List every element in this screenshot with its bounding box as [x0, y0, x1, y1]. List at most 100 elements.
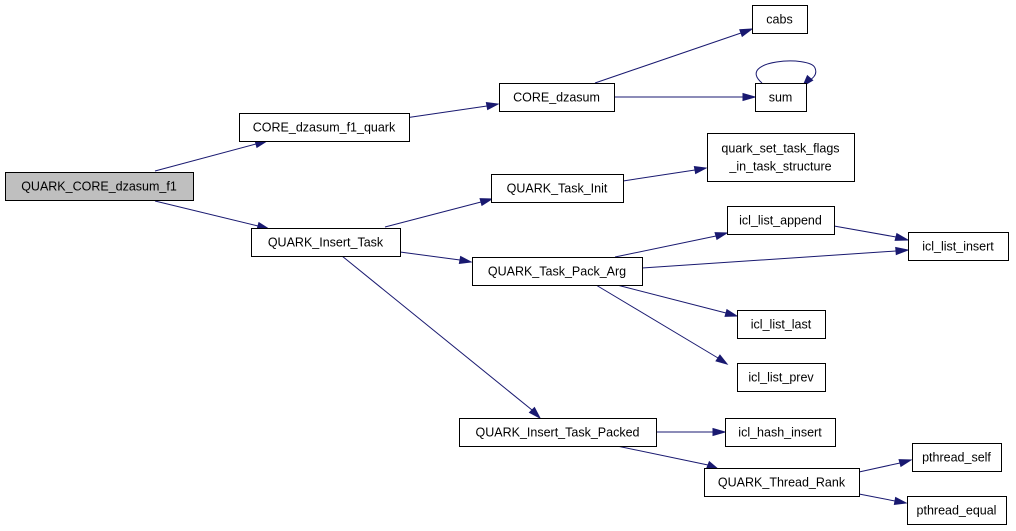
node-box: [908, 232, 1009, 261]
node-box: [737, 363, 826, 392]
node-sum[interactable]: sum: [755, 83, 807, 112]
node-box: [727, 206, 835, 235]
arrow-head: [895, 246, 910, 256]
edge-core_f1_quark-to-core_dzasum: [404, 101, 500, 119]
edge-insert_task-to-task_init: [384, 198, 494, 228]
node-list-last[interactable]: icl_list_last: [737, 310, 826, 339]
node-pthread-self[interactable]: pthread_self: [912, 443, 1002, 472]
node-task-init[interactable]: QUARK_Task_Init: [491, 174, 624, 203]
node-box: [707, 133, 855, 182]
arrow-head: [894, 232, 910, 241]
edge-insert_task-to-insert_packed: [341, 255, 542, 420]
node-set-flags[interactable]: quark_set_task_flags _in_task_structure: [707, 133, 855, 182]
node-box: [752, 5, 808, 34]
node-label: QUARK_Task_Init: [507, 182, 608, 196]
edge-line: [858, 493, 896, 502]
edge-line: [755, 60, 817, 84]
edge-core_dzasum-to-sum: [614, 92, 757, 102]
arrow-head: [739, 28, 754, 38]
arrow-head: [705, 460, 720, 470]
arrow-head: [715, 354, 729, 365]
node-box: [725, 418, 836, 447]
node-box: [499, 83, 615, 112]
arrow-head: [893, 496, 908, 506]
node-label: sum: [769, 91, 793, 105]
node-label: icl_hash_insert: [738, 426, 822, 440]
node-label: QUARK_Task_Pack_Arg: [488, 265, 626, 279]
node-core-dzasum[interactable]: CORE_dzasum: [499, 83, 615, 112]
node-pthread-equal[interactable]: pthread_equal: [907, 496, 1007, 525]
node-label: _in_task_structure: [728, 160, 831, 174]
node-label: CORE_dzasum: [513, 91, 600, 105]
node-box: [239, 113, 410, 142]
edge-line: [341, 255, 533, 411]
node-label: pthread_self: [922, 451, 991, 465]
node-label: icl_list_prev: [748, 371, 814, 385]
node-box: [491, 174, 624, 203]
node-root[interactable]: QUARK_CORE_dzasum_f1: [5, 172, 194, 201]
node-insert-task[interactable]: QUARK_Insert_Task: [251, 228, 401, 257]
edge-line: [614, 235, 717, 258]
node-list-prev[interactable]: icl_list_prev: [737, 363, 826, 392]
node-box: [704, 468, 860, 497]
node-label: pthread_equal: [917, 504, 997, 518]
node-list-insert[interactable]: icl_list_insert: [908, 232, 1009, 261]
node-box: [912, 443, 1002, 472]
edge-line: [616, 284, 727, 314]
arrow-head: [724, 308, 739, 317]
edge-line: [616, 445, 709, 466]
edge-line: [622, 169, 696, 182]
edge-line: [595, 284, 719, 359]
edge-line: [384, 201, 482, 228]
node-box: [755, 83, 807, 112]
node-core-f1-quark[interactable]: CORE_dzasum_f1_quark: [239, 113, 410, 142]
arrow-head: [528, 406, 542, 420]
edge-line: [154, 143, 257, 172]
arrow-head: [458, 255, 473, 265]
arrow-head: [742, 92, 757, 102]
node-label: CORE_dzasum_f1_quark: [253, 121, 396, 135]
arrow-head: [485, 101, 500, 111]
edge-root-to-core_f1_quark: [154, 140, 269, 172]
node-label: icl_list_insert: [922, 240, 994, 254]
node-thread-rank[interactable]: QUARK_Thread_Rank: [704, 468, 860, 497]
nodes-layer: QUARK_CORE_dzasum_f1 CORE_dzasum_f1_quark…: [5, 5, 1009, 525]
edge-sum-to-sum: [755, 60, 817, 88]
edge-core_dzasum-to-cabs: [594, 28, 754, 84]
node-pack-arg[interactable]: QUARK_Task_Pack_Arg: [472, 257, 643, 286]
edge-insert_task-to-pack_arg: [399, 251, 473, 265]
node-box: [251, 228, 401, 257]
edge-insert_packed-to-hash_insert: [656, 427, 727, 437]
node-box: [5, 172, 194, 201]
node-hash-insert[interactable]: icl_hash_insert: [725, 418, 836, 447]
edge-pack_arg-to-list_append: [614, 232, 729, 258]
edge-insert_packed-to-thread_rank: [616, 445, 720, 470]
node-label: QUARK_Insert_Task_Packed: [476, 426, 640, 440]
node-label: quark_set_task_flags: [721, 142, 839, 156]
node-label: QUARK_Thread_Rank: [718, 476, 846, 490]
edge-thread_rank-to-pthread_self: [858, 459, 913, 473]
node-label: cabs: [766, 13, 792, 27]
node-cabs[interactable]: cabs: [752, 5, 808, 34]
edge-line: [858, 462, 901, 473]
edge-line: [154, 200, 259, 227]
arrow-head: [898, 459, 913, 468]
node-box: [459, 418, 657, 447]
arrow-head: [712, 427, 727, 437]
edge-line: [399, 251, 461, 261]
edge-line: [833, 225, 897, 238]
node-insert-packed[interactable]: QUARK_Insert_Task_Packed: [459, 418, 657, 447]
edge-pack_arg-to-list_last: [616, 284, 739, 317]
edges-layer: [154, 28, 913, 506]
node-list-append[interactable]: icl_list_append: [727, 206, 835, 235]
edge-task_init-to-set_flags: [622, 165, 708, 182]
arrow-head: [479, 198, 494, 207]
edge-line: [641, 250, 897, 269]
edge-line: [594, 32, 742, 84]
node-label: QUARK_CORE_dzasum_f1: [21, 180, 177, 194]
node-box: [907, 496, 1007, 525]
arrow-head: [693, 165, 708, 175]
arrow-head: [714, 232, 729, 241]
node-label: icl_list_append: [739, 214, 822, 228]
